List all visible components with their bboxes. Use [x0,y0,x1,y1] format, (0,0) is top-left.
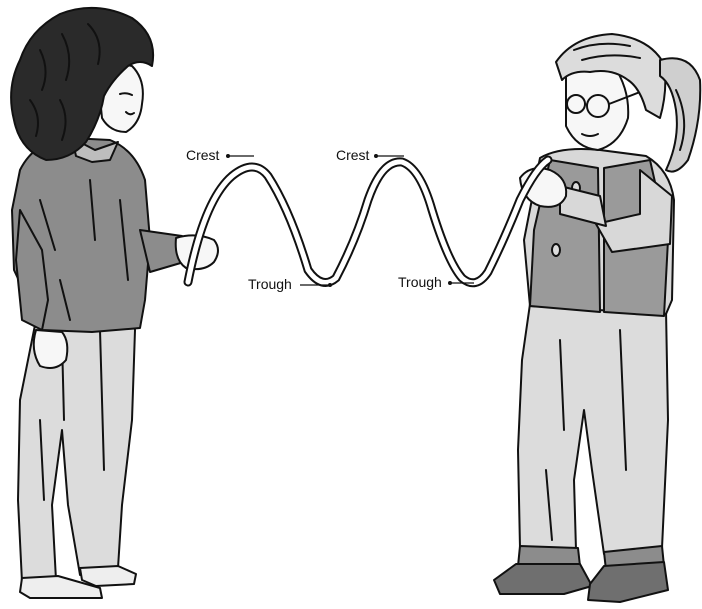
right-child-ponytail [660,58,700,171]
right-child-pants [518,304,668,554]
leader-dot-crest-left [226,154,230,158]
label-trough-left: Trough [248,276,292,292]
right-child-right-shoe [588,562,668,602]
label-crest-left: Crest [186,147,220,163]
left-child-left-hand [34,330,68,368]
right-child-left-shoe [494,564,592,594]
left-child [11,8,218,598]
right-child-face [566,63,628,150]
leader-dot-trough-right [448,281,452,285]
label-crest-left-group: Crest [186,147,254,163]
label-crest-right: Crest [336,147,370,163]
right-child-button-2 [552,244,560,256]
leader-dot-trough-left [328,283,332,287]
left-child-right-shoe [80,566,136,586]
right-child [494,34,700,602]
wave-rope [188,160,548,283]
leader-dot-crest-right [374,154,378,158]
label-trough-right: Trough [398,274,442,290]
rope-core [188,160,548,283]
